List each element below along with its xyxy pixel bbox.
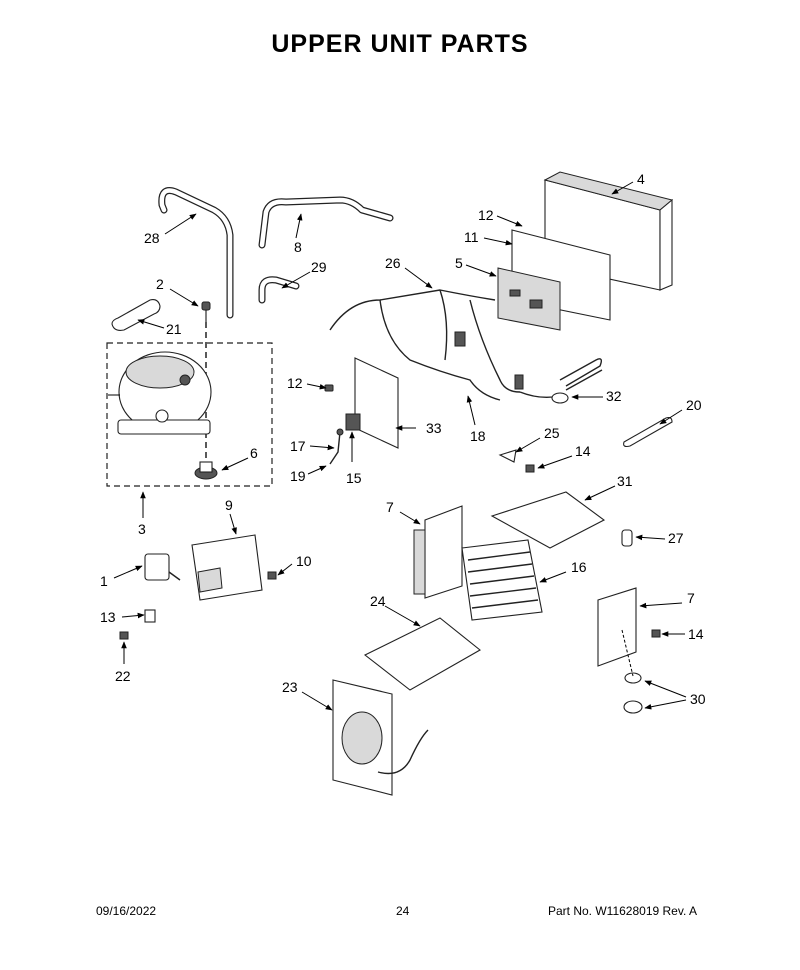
callout-1: 1 xyxy=(100,573,108,589)
suction-tube-illustration xyxy=(258,196,394,249)
fan-housing-illustration xyxy=(191,534,263,601)
fan-assembly-illustration xyxy=(332,679,429,796)
callout-28: 28 xyxy=(144,230,160,246)
callout-14b: 14 xyxy=(688,626,704,642)
clip-13-illustration xyxy=(144,609,156,623)
callout-12a: 12 xyxy=(478,207,494,223)
callout-14a: 14 xyxy=(575,443,591,459)
callout-31: 31 xyxy=(617,473,633,489)
washers-illustration xyxy=(621,629,643,714)
bracket-left-illustration xyxy=(413,505,463,599)
elbow-tube-illustration xyxy=(258,276,300,304)
callout-13: 13 xyxy=(100,609,116,625)
callout-25: 25 xyxy=(544,425,560,441)
footer-page-number: 24 xyxy=(396,904,410,918)
callout-19: 19 xyxy=(290,468,306,484)
callout-27: 27 xyxy=(668,530,684,546)
sensor-illustration xyxy=(329,428,344,465)
screw-10-illustration xyxy=(267,571,277,580)
callout-21: 21 xyxy=(166,321,182,337)
footer-part-number: Part No. W11628019 Rev. A xyxy=(548,904,697,918)
callout-16: 16 xyxy=(571,559,587,575)
compressor-illustration xyxy=(108,351,212,435)
callout-12b: 12 xyxy=(287,375,303,391)
page-title: UPPER UNIT PARTS xyxy=(271,30,529,58)
drain-pan-illustration xyxy=(363,617,481,691)
clip-illustration xyxy=(498,449,535,473)
compressor-assembly-box xyxy=(106,342,273,487)
callout-32: 32 xyxy=(606,388,622,404)
grommet-illustration xyxy=(194,461,218,480)
leader-lines xyxy=(113,181,687,711)
callout-18: 18 xyxy=(470,428,486,444)
callout-23: 23 xyxy=(282,679,298,695)
start-device-illustration xyxy=(144,553,181,581)
drier-illustration xyxy=(111,299,161,331)
evaporator-cover-illustration xyxy=(490,491,606,549)
callout-24: 24 xyxy=(370,593,386,609)
control-board-illustration xyxy=(497,267,561,331)
screw-small-illustration xyxy=(324,384,334,392)
callout-33: 33 xyxy=(426,420,442,436)
footer-date: 09/16/2022 xyxy=(96,904,157,918)
condenser-tube-illustration xyxy=(158,187,234,319)
callout-29: 29 xyxy=(311,259,327,275)
drain-heater-illustration xyxy=(623,416,673,448)
callout-6: 6 xyxy=(250,445,258,461)
callout-7b: 7 xyxy=(687,590,695,606)
callout-8: 8 xyxy=(294,239,302,255)
callout-9: 9 xyxy=(225,497,233,513)
callout-4: 4 xyxy=(637,171,645,187)
wire-harness-illustration xyxy=(329,289,561,401)
bracket-right-illustration xyxy=(597,587,637,667)
callout-10: 10 xyxy=(296,553,312,569)
callout-17: 17 xyxy=(290,438,306,454)
callout-26: 26 xyxy=(385,255,401,271)
callout-22: 22 xyxy=(115,668,131,684)
screw-illustration xyxy=(201,301,211,322)
callout-7a: 7 xyxy=(386,499,394,515)
callout-30: 30 xyxy=(690,691,706,707)
callout-2: 2 xyxy=(156,276,164,292)
callout-11: 11 xyxy=(464,229,479,245)
screw-right-illustration xyxy=(651,629,661,638)
callout-3: 3 xyxy=(138,521,146,537)
callout-5: 5 xyxy=(455,255,463,271)
screw-22-illustration xyxy=(119,631,129,640)
callout-15: 15 xyxy=(346,470,362,486)
defrost-heater-illustration xyxy=(551,358,603,404)
callout-20: 20 xyxy=(686,397,702,413)
spacer-illustration xyxy=(621,529,633,547)
evaporator-coil-illustration xyxy=(461,539,543,621)
callout-labels: 28 8 29 2 21 3 6 4 12 11 5 26 12 33 17 1… xyxy=(100,171,706,707)
relay-bracket-illustration xyxy=(345,357,399,449)
